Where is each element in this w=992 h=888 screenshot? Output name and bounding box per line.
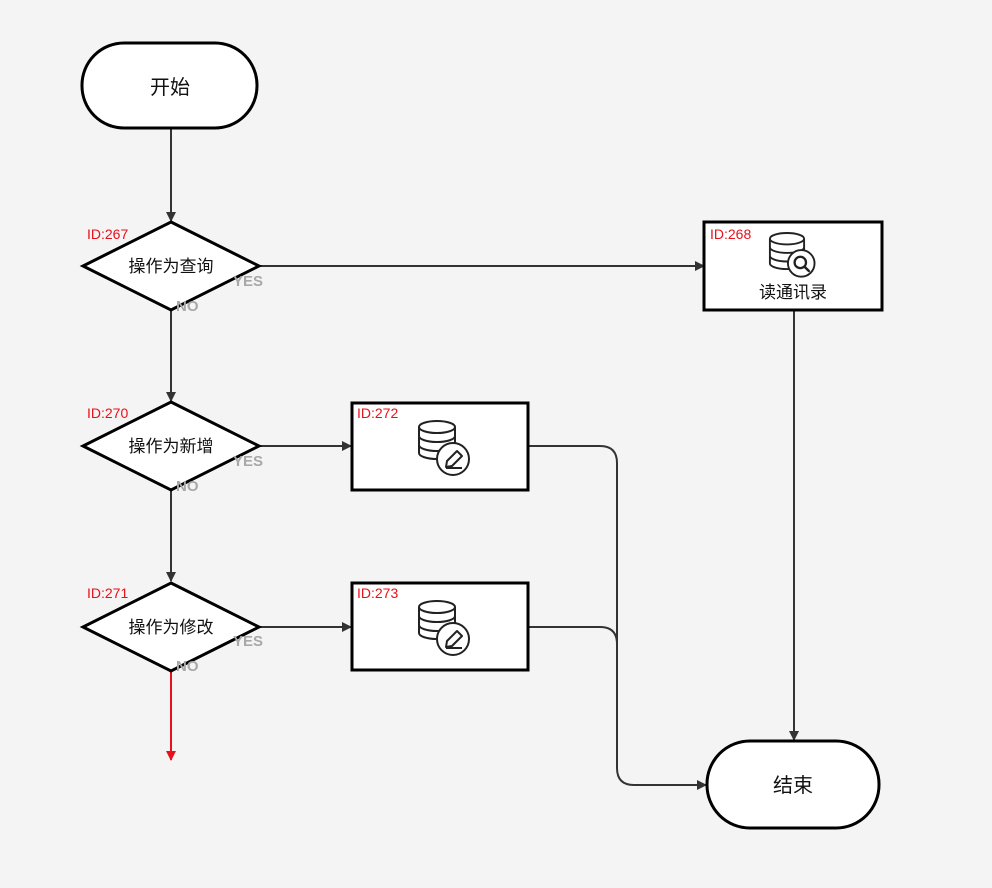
start-node[interactable]: 开始 (80, 41, 259, 130)
action-box (702, 220, 884, 312)
action-node-268[interactable]: ID:268 读通讯录 (702, 220, 884, 312)
end-label: 结束 (773, 773, 813, 797)
decision-diamond (79, 220, 263, 312)
decision-node-270[interactable]: ID:270 操作为新增 YES NO (79, 400, 263, 495)
action-label-268: 读通讯录 (759, 283, 827, 303)
action-node-272[interactable]: ID:272 (350, 401, 530, 492)
yes-label-271: YES (233, 633, 263, 650)
decision-diamond (79, 581, 263, 673)
edge-273-to-end (528, 626, 618, 645)
decision-label-271: 操作为修改 (129, 618, 214, 638)
database-search-icon (768, 232, 816, 278)
database-edit-icon (418, 600, 470, 656)
decision-label-270: 操作为新增 (129, 437, 214, 457)
decision-diamond (79, 400, 263, 492)
decision-label-267: 操作为查询 (129, 257, 214, 277)
no-label-267: NO (176, 298, 199, 315)
id-label-273: ID:273 (357, 585, 398, 601)
id-label-271: ID:271 (87, 585, 128, 601)
end-node[interactable]: 结束 (705, 739, 881, 830)
decision-node-267[interactable]: ID:267 操作为查询 YES NO (79, 220, 263, 315)
decision-node-271[interactable]: ID:271 操作为修改 YES NO (79, 581, 263, 675)
no-label-271: NO (176, 658, 199, 675)
id-label-272: ID:272 (357, 405, 398, 421)
id-label-267: ID:267 (87, 226, 128, 242)
id-label-270: ID:270 (87, 405, 128, 421)
yes-label-267: YES (233, 273, 263, 290)
start-label: 开始 (150, 75, 190, 99)
action-node-273[interactable]: ID:273 (350, 581, 530, 672)
no-label-270: NO (176, 478, 199, 495)
edges (166, 128, 799, 790)
edge-272-to-end (528, 445, 707, 790)
end-terminator (705, 739, 881, 830)
start-terminator (80, 41, 259, 130)
database-edit-icon (418, 420, 470, 476)
id-label-268: ID:268 (710, 226, 751, 242)
yes-label-270: YES (233, 453, 263, 470)
